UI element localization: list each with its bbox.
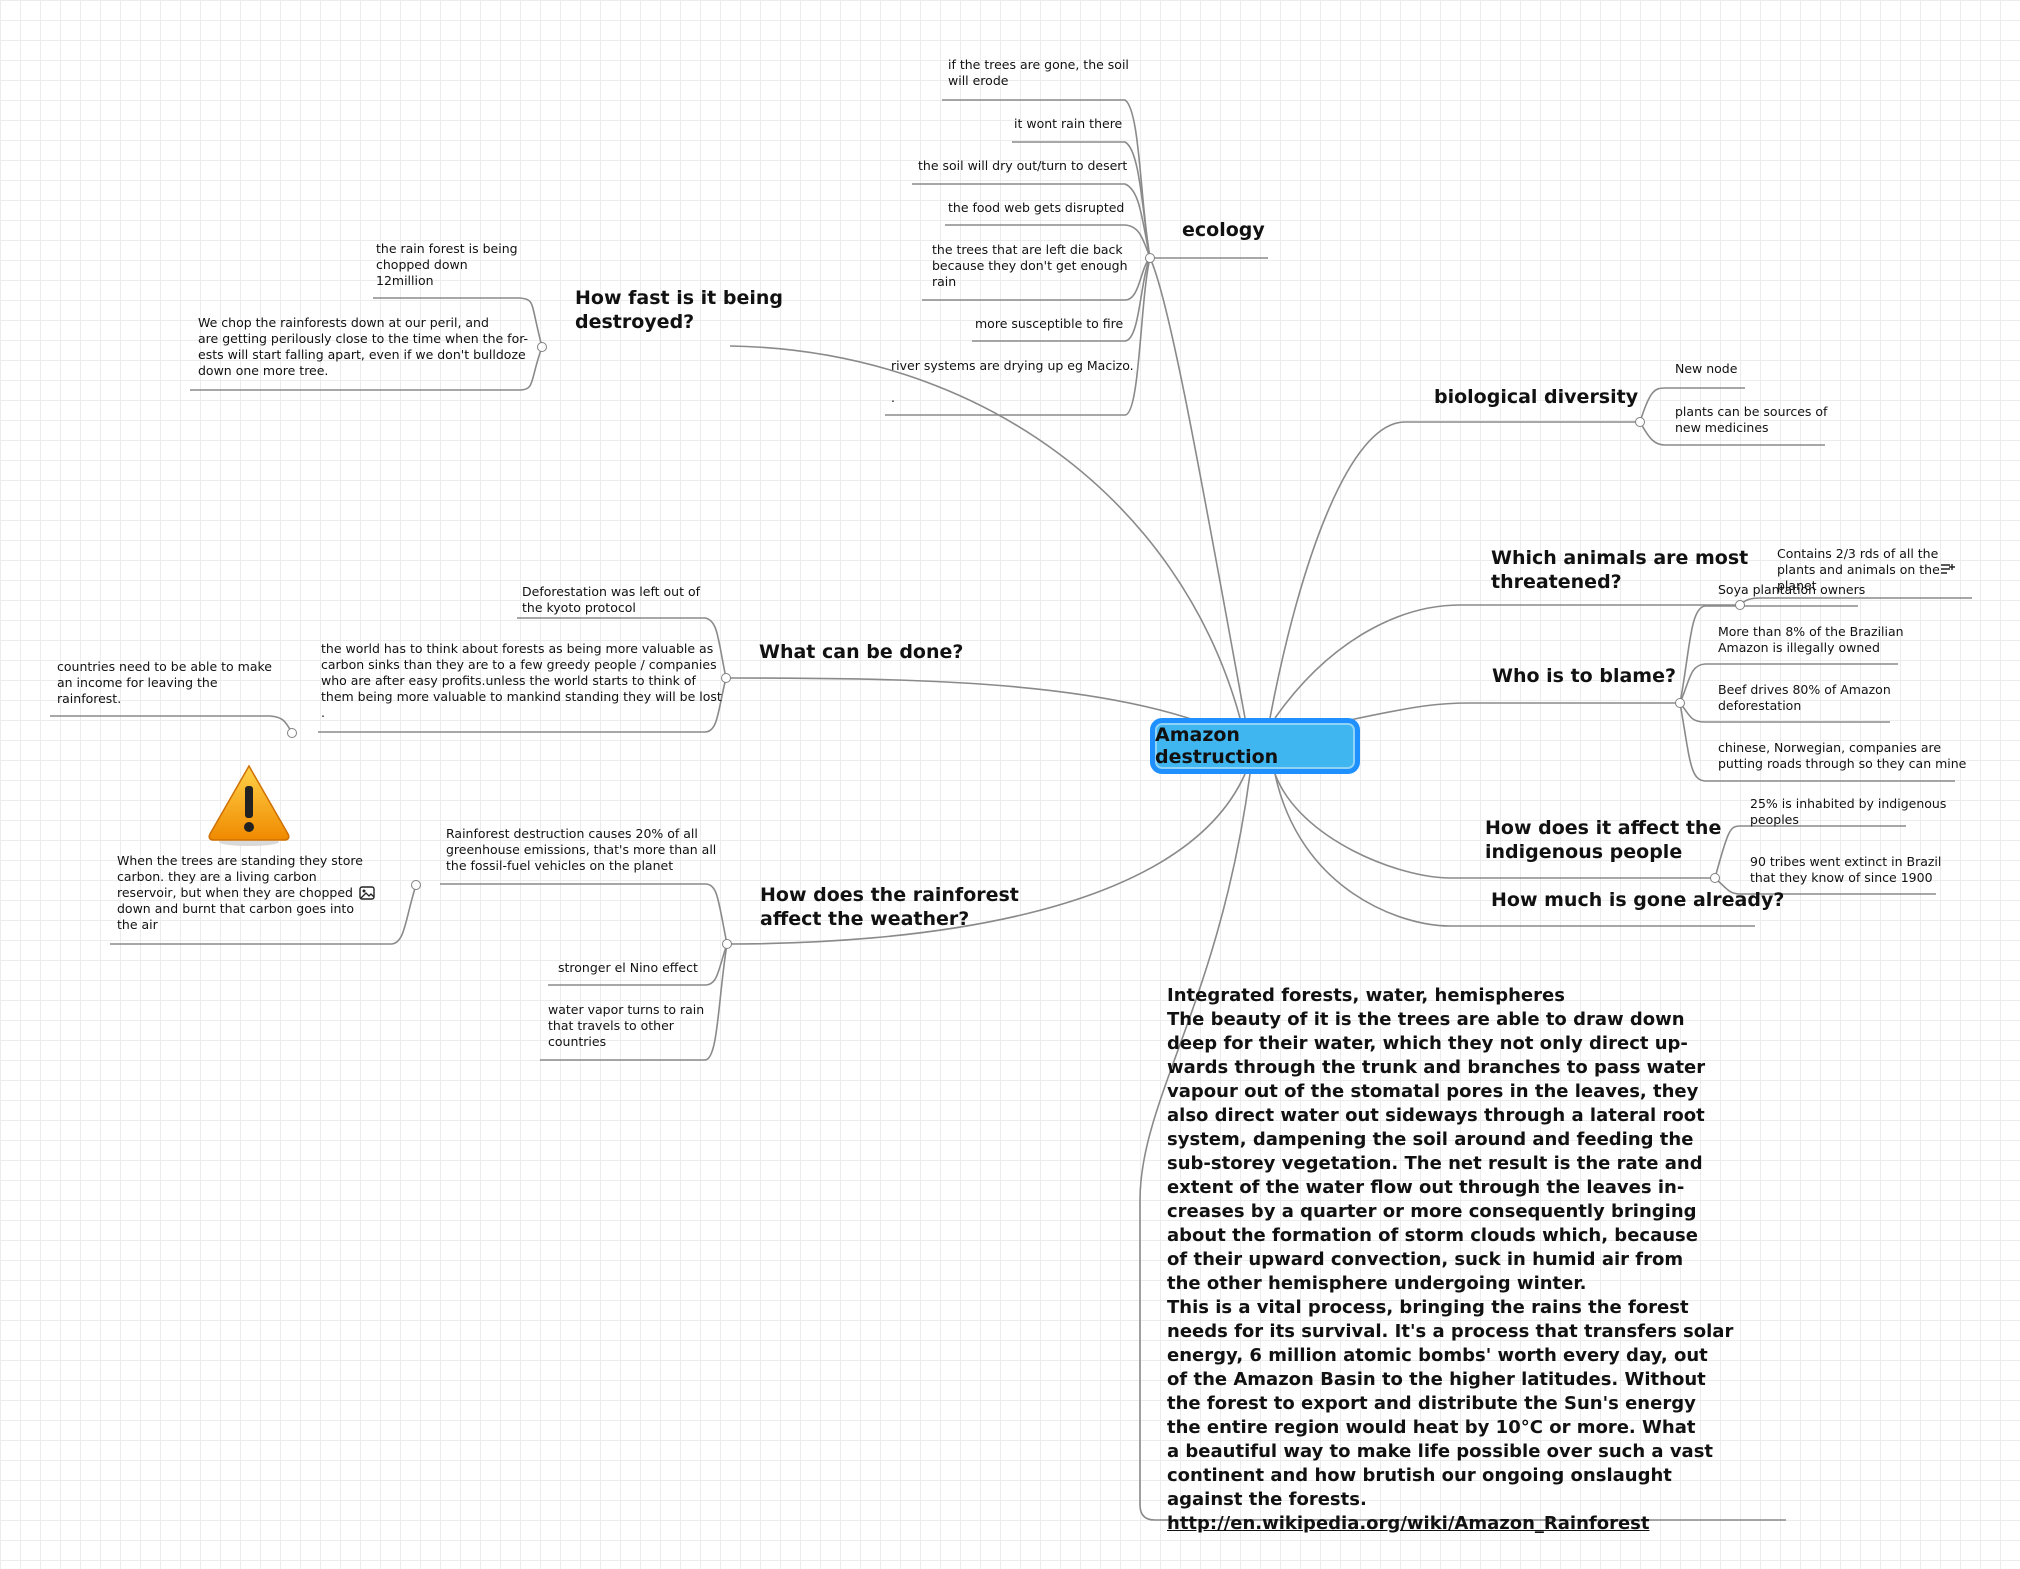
leaf-carbon-sinks[interactable]: the world has to think about forests as … (321, 641, 722, 720)
blame-collapse-knob[interactable] (1675, 698, 1685, 708)
weather-collapse-knob[interactable] (722, 939, 732, 949)
branch-biodiversity[interactable]: biological diversity (1434, 386, 1639, 408)
leaf-fire[interactable]: more susceptible to fire (975, 316, 1124, 331)
branch-ecology[interactable]: ecology (1182, 219, 1265, 241)
ecology-collapse-knob[interactable] (1145, 253, 1155, 263)
leaf-new-node[interactable]: New node (1675, 361, 1738, 376)
leaf-food-web[interactable]: the food web gets disrupted (948, 200, 1125, 215)
leaf-water-vapor[interactable]: water vapor turns to rain that travels t… (548, 1002, 705, 1049)
branch-how-fast[interactable]: How fast is it being destroyed? (575, 287, 783, 333)
leaf-trees-die-back[interactable]: the trees that are left die back because… (932, 242, 1128, 289)
note-icon[interactable] (1940, 562, 1956, 576)
leaf-peril[interactable]: We chop the rainforests down at our peri… (198, 315, 529, 378)
what-done-collapse-knob[interactable] (721, 673, 731, 683)
how-fast-collapse-knob[interactable] (537, 342, 547, 352)
leaf-two-thirds[interactable]: Contains 2/3 rds of all the plants and a… (1777, 546, 1940, 593)
image-icon[interactable] (359, 886, 375, 900)
weather-sub-collapse-knob[interactable] (411, 880, 421, 890)
leaf-soya[interactable]: Soya plantation owners (1718, 582, 1866, 597)
leaf-tribes[interactable]: 90 tribes went extinct in Brazil that th… (1750, 854, 1942, 885)
leaf-12million[interactable]: the rain forest is being chopped down 12… (376, 241, 518, 288)
root-node-label: Amazon destruction (1155, 724, 1279, 768)
integrated-note[interactable]: Integrated forests, water, hemispheres T… (1167, 984, 1787, 1536)
warning-icon (208, 764, 290, 846)
leaf-river-systems[interactable]: river systems are drying up eg Macizo. . (891, 358, 1134, 405)
biodiversity-collapse-knob[interactable] (1635, 417, 1645, 427)
leaf-el-nino[interactable]: stronger el Nino effect (558, 960, 698, 975)
leaf-carbon-reservoir[interactable]: When the trees are standing they store c… (117, 853, 363, 932)
integrated-note-text: Integrated forests, water, hemispheres T… (1167, 985, 1734, 1510)
branch-gone[interactable]: How much is gone already? (1491, 889, 1785, 911)
branch-indigenous[interactable]: How does it affect the indigenous people (1485, 817, 1722, 863)
what-done-sub-collapse-knob[interactable] (287, 728, 297, 738)
animals-collapse-knob[interactable] (1735, 600, 1745, 610)
leaf-illegally-owned[interactable]: More than 8% of the Brazilian Amazon is … (1718, 624, 1904, 655)
leaf-kyoto[interactable]: Deforestation was left out of the kyoto … (522, 584, 700, 615)
branch-what-done[interactable]: What can be done? (759, 641, 964, 663)
branch-blame[interactable]: Who is to blame? (1492, 665, 1676, 687)
root-node[interactable]: Amazon destruction (1150, 718, 1360, 774)
leaf-wont-rain[interactable]: it wont rain there (1014, 116, 1123, 131)
branch-animals[interactable]: Which animals are most threatened? (1491, 547, 1749, 593)
leaf-income[interactable]: countries need to be able to make an inc… (57, 659, 272, 706)
wikipedia-link[interactable]: http://en.wikipedia.org/wiki/Amazon_Rain… (1167, 1513, 1650, 1534)
leaf-greenhouse[interactable]: Rainforest destruction causes 20% of all… (446, 826, 717, 873)
leaf-soil-desert[interactable]: the soil will dry out/turn to desert (918, 158, 1128, 173)
leaf-soil-erode[interactable]: if the trees are gone, the soil will ero… (948, 57, 1129, 88)
leaf-inhabited[interactable]: 25% is inhabited by indigenous peoples (1750, 796, 1947, 827)
leaf-roads[interactable]: chinese, Norwegian, companies are puttin… (1718, 740, 1967, 771)
branch-weather[interactable]: How does the rainforest affect the weath… (760, 884, 1019, 930)
leaf-beef[interactable]: Beef drives 80% of Amazon deforestation (1718, 682, 1891, 713)
indigenous-collapse-knob[interactable] (1710, 873, 1720, 883)
leaf-medicines[interactable]: plants can be sources of new medicines (1675, 404, 1828, 435)
